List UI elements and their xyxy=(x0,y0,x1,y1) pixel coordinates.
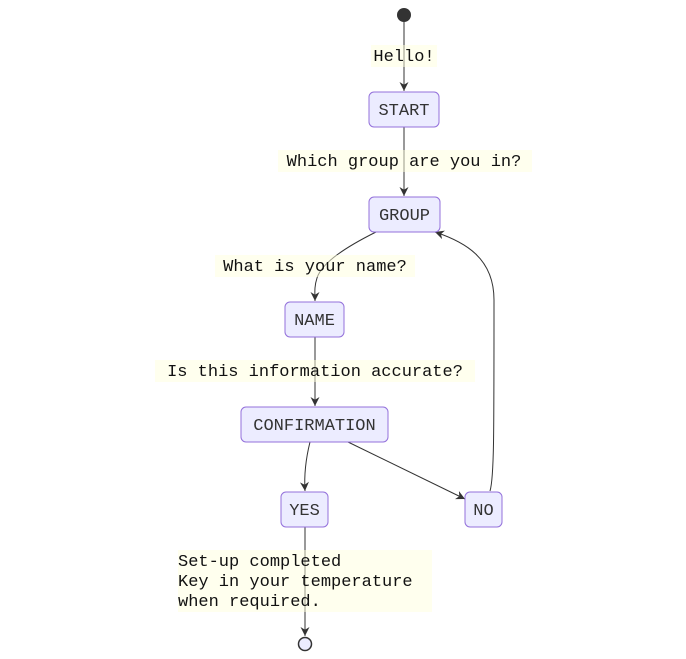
svg-text:Is this information accurate?: Is this information accurate? xyxy=(167,363,463,382)
edge-confirmation-to-yes xyxy=(299,441,311,492)
edge-label-setup-completed: Set-up completed Key in your temperature… xyxy=(178,550,432,612)
edge-label-accurate: Is this information accurate? xyxy=(155,360,475,382)
state-group: GROUP xyxy=(368,196,441,233)
svg-text:Hello!: Hello! xyxy=(373,48,434,67)
svg-text:NAME: NAME xyxy=(294,312,335,331)
svg-text:What is your name?: What is your name? xyxy=(223,258,407,277)
svg-text:Which group are you in?: Which group are you in? xyxy=(287,153,522,172)
edge-confirmation-to-no xyxy=(347,441,466,500)
svg-text:Set-up completed: Set-up completed xyxy=(178,553,341,572)
edge-label-which-group: Which group are you in? xyxy=(278,150,532,172)
svg-text:NO: NO xyxy=(473,502,493,521)
edge-label-what-name: What is your name? xyxy=(215,255,415,277)
initial-state xyxy=(397,8,411,22)
svg-text:Key in your temperature: Key in your temperature xyxy=(178,573,413,592)
svg-text:GROUP: GROUP xyxy=(379,207,430,226)
svg-text:START: START xyxy=(378,102,429,121)
state-yes: YES xyxy=(280,491,329,528)
final-state xyxy=(297,636,313,652)
edge-label-hello: Hello! xyxy=(371,45,437,67)
state-start: START xyxy=(368,91,440,128)
state-confirmation: CONFIRMATION xyxy=(240,406,389,443)
svg-text:YES: YES xyxy=(289,502,320,521)
edge-no-to-group xyxy=(434,230,495,492)
state-no: NO xyxy=(464,491,503,528)
state-name: NAME xyxy=(284,301,345,338)
svg-text:CONFIRMATION: CONFIRMATION xyxy=(253,417,375,436)
edge-group-to-name xyxy=(310,231,377,302)
svg-text:when required.: when required. xyxy=(178,593,321,612)
